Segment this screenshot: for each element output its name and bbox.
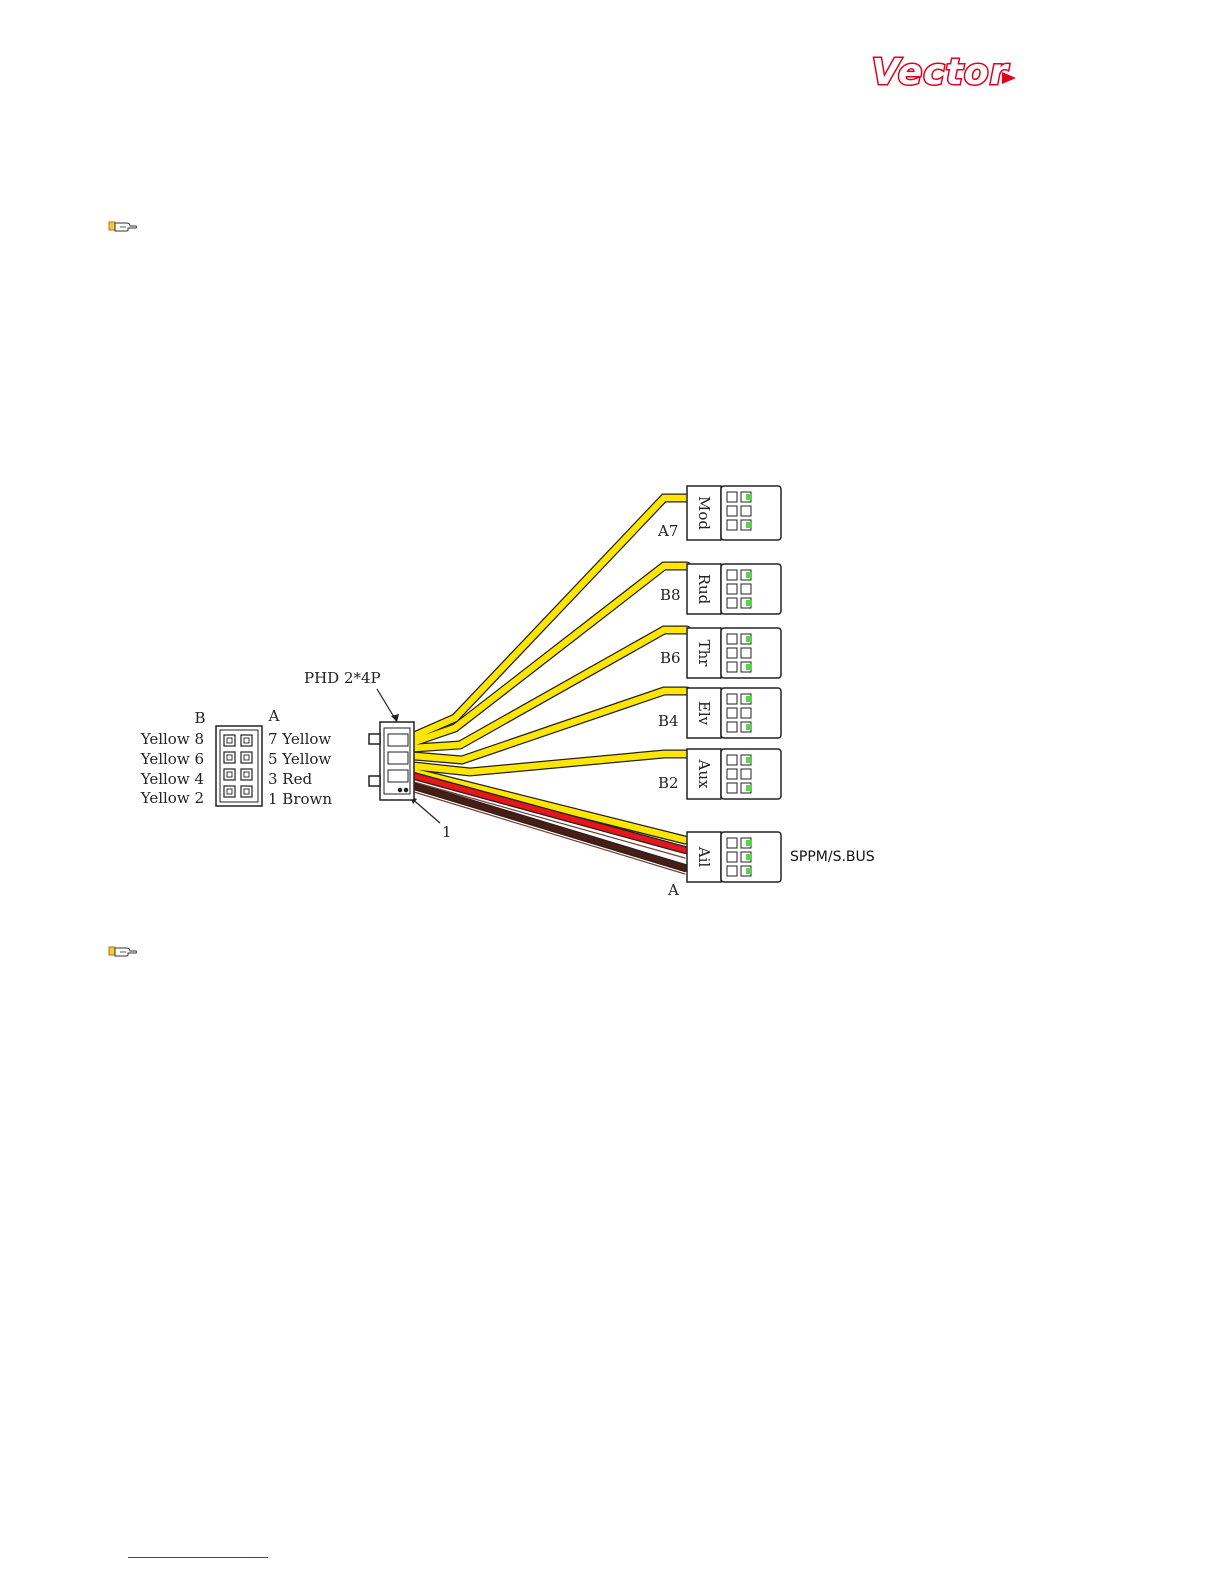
channel-pin: A [667, 881, 679, 899]
channel-name: Ail [695, 846, 713, 868]
channel-pin: B2 [658, 774, 679, 792]
pin-label-b: Yellow 8 [140, 730, 204, 748]
phd-connector [369, 722, 414, 800]
connector-label: PHD 2*4P [304, 669, 381, 687]
pin-label-b: Yellow 2 [140, 789, 204, 807]
channel-pin: B4 [658, 712, 679, 730]
channel-pin: B8 [660, 586, 681, 604]
servo-connector-ail: Ail A SPPM/S.BUS [667, 832, 875, 899]
power-wire [414, 776, 685, 850]
pin-label-b: Yellow 4 [140, 770, 204, 788]
channel-pin: A7 [657, 522, 678, 540]
channel-name: Elv [695, 701, 713, 726]
channel-name: Rud [695, 574, 713, 605]
pin-label-a: 3 Red [268, 770, 312, 788]
pinout-face [216, 726, 262, 806]
pin-label-a: 7 Yellow [268, 730, 331, 748]
column-a-label: A [268, 707, 280, 725]
servo-connector-thr: Thr B6 [660, 628, 781, 678]
channel-name: Aux [695, 759, 713, 789]
column-b-label: B [194, 709, 205, 727]
channel-pin: B6 [660, 649, 681, 667]
pin-label-a: 5 Yellow [268, 750, 331, 768]
ail-note: SPPM/S.BUS [790, 849, 875, 865]
footer-rule [128, 1557, 268, 1558]
channel-name: Mod [695, 496, 713, 530]
pin-one-label: 1 [442, 823, 452, 841]
pin-label-b: Yellow 6 [140, 750, 204, 768]
channel-name: Thr [695, 640, 713, 668]
pin-label-a: 1 Brown [268, 790, 332, 808]
wire-bundle [414, 498, 687, 874]
servo-connector-rud: Rud B8 [660, 564, 781, 614]
